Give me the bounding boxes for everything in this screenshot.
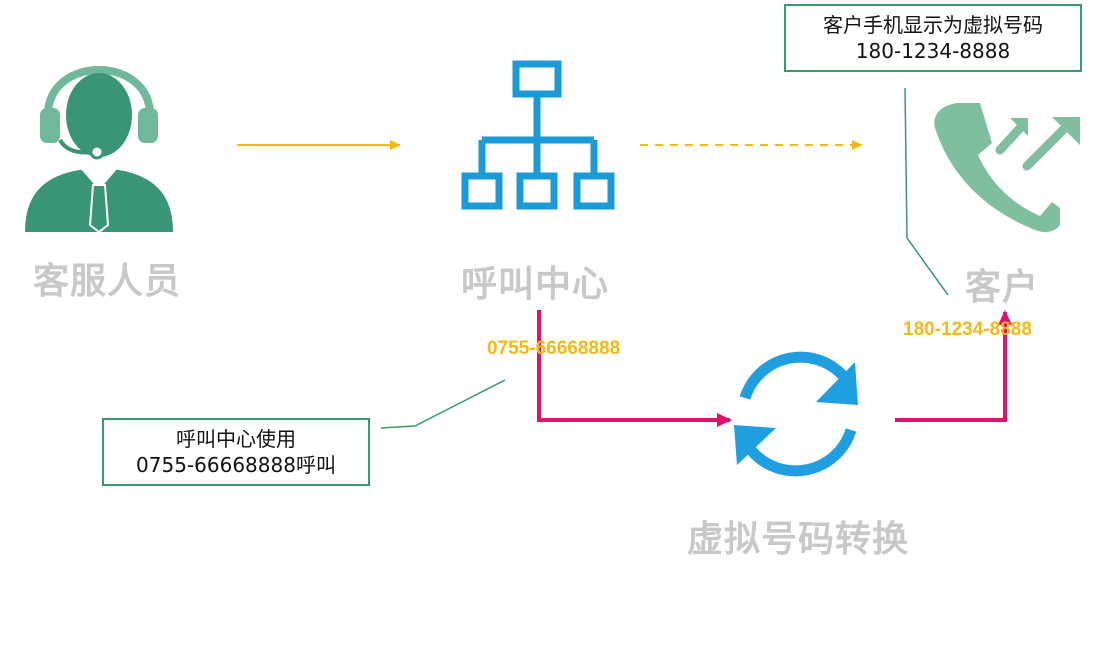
label-virtual-conversion: 虚拟号码转换 [687, 519, 910, 560]
label-agent: 客服人员 [33, 261, 182, 302]
callout-customer-line1: 客户手机显示为虚拟号码 [823, 13, 1043, 37]
headset-agent-icon [25, 66, 173, 234]
call-center-number: 0755-66668888 [487, 338, 621, 359]
label-call-center: 呼叫中心 [461, 264, 610, 305]
customer-number: 180-1234-8888 [903, 319, 1032, 340]
callout-customer-display: 客户手机显示为虚拟号码 180-1234-8888 [784, 4, 1082, 72]
callout-call-center-use: 呼叫中心使用 0755-66668888呼叫 [102, 418, 370, 486]
callout-callcenter-line2: 0755-66668888呼叫 [136, 453, 336, 477]
arrow-callcenter-to-conversion [537, 310, 732, 427]
callout-leader-customer [904, 87, 949, 296]
phone-outgoing-icon [934, 103, 1080, 233]
label-customer: 客户 [965, 267, 1040, 308]
sync-arrow-head-top [816, 362, 858, 405]
org-hierarchy-icon [461, 60, 615, 210]
sync-arrows-icon [739, 351, 857, 477]
callout-customer-line2: 180-1234-8888 [855, 39, 1011, 63]
sync-arrow-head-bottom [734, 425, 776, 465]
callout-callcenter-line1: 呼叫中心使用 [176, 427, 296, 451]
arrow-conversion-to-customer [895, 310, 1012, 422]
callout-leader-callcenter [380, 379, 506, 429]
